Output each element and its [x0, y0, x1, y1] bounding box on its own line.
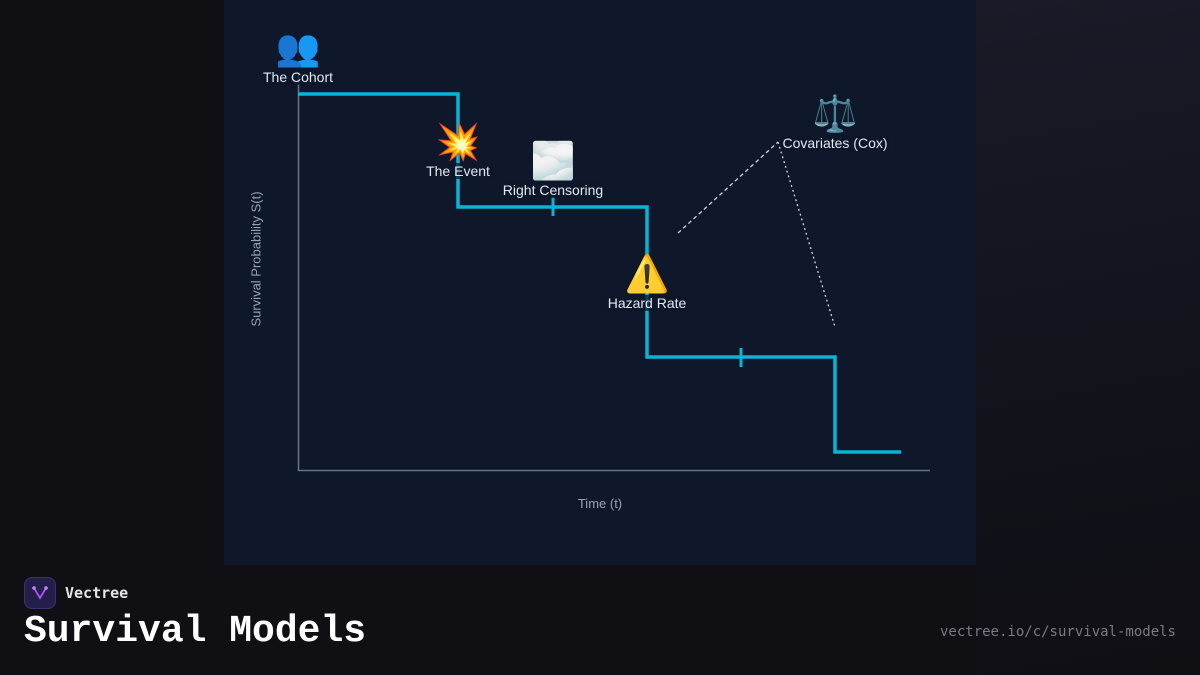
brand-name: Vectree: [65, 584, 129, 602]
warning-icon: ⚠️: [624, 254, 670, 295]
collision-icon: 💥: [435, 122, 481, 163]
node-cohort: 👥 The Cohort: [260, 28, 336, 85]
node-label: The Event: [424, 163, 492, 179]
node-label: Right Censoring: [500, 182, 606, 198]
node-hazard-rate: ⚠️ Hazard Rate: [605, 254, 689, 311]
covariate-connector: [777, 141, 836, 328]
node-label: Hazard Rate: [605, 295, 689, 311]
balance-scale-icon: ⚖️: [812, 94, 858, 135]
fog-icon: 🌫️: [530, 141, 576, 182]
brand: Vectree: [24, 577, 128, 609]
survival-curve: [298, 92, 901, 454]
covariate-connector: [677, 141, 779, 234]
node-event: 💥 The Event: [424, 123, 492, 179]
background-gradient: [976, 0, 1200, 675]
node-label: The Cohort: [260, 69, 336, 85]
node-covariates: ⚖️ Covariates (Cox): [780, 94, 890, 151]
node-right-censoring: 🌫️ Right Censoring: [500, 141, 606, 198]
vectree-logo-icon: [24, 577, 56, 609]
page-title: Survival Models: [24, 610, 367, 653]
y-axis-label: Survival Probability S(t): [248, 191, 264, 327]
x-axis-label: Time (t): [577, 496, 623, 511]
busts-in-silhouette-icon: 👥: [275, 28, 321, 69]
page-url: vectree.io/c/survival-models: [939, 624, 1176, 640]
node-label: Covariates (Cox): [780, 135, 890, 151]
